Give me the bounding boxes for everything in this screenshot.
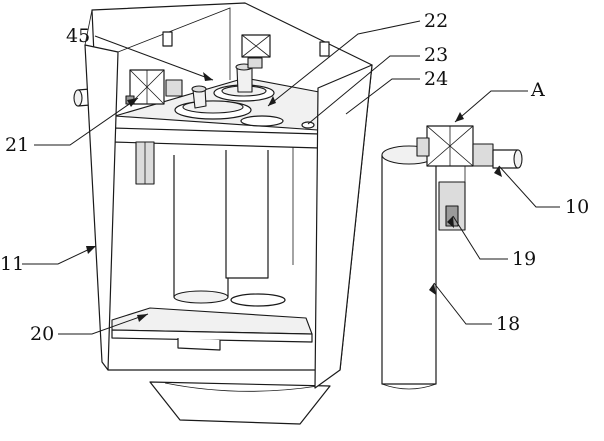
leader-21 [34,97,139,146]
top-outlet-inner-left [182,100,244,114]
arrow-21 [127,98,138,107]
label-10: 10 [565,196,590,218]
outlet-10-flange [472,143,494,167]
label-20: 20 [30,323,55,345]
back-nozzle-left [162,31,173,47]
leader-lines [22,20,560,335]
leader-19 [452,215,508,260]
label-24: 24 [424,68,449,90]
label-23: 23 [424,44,449,66]
plate-hole-23 [301,121,315,129]
column-bottom [381,383,437,390]
label-A: A [531,79,545,101]
label-21: 21 [5,134,30,156]
arrow-10 [494,166,502,177]
arrow-18 [429,283,436,295]
elbow-pipe-left-cap [191,85,207,93]
front-right-panel [314,64,373,389]
arrow-45 [203,72,213,81]
label-19: 19 [512,248,537,270]
column-body [381,155,437,385]
lower-partition [111,307,313,335]
leader-10 [498,165,560,208]
hopper-rim [164,382,319,392]
label-11: 11 [0,253,25,275]
leader-45 [94,35,214,81]
filter-cylinder-left-bottom [173,290,229,304]
leader-24 [345,78,420,115]
arrow-22 [268,96,276,106]
leader-22 [267,20,421,107]
leader-A [454,90,528,123]
tank-body [73,2,373,425]
front-left-top-edge [84,9,93,46]
arrow-19 [447,216,454,228]
lower-outlet-pipe [177,338,221,351]
filter-cylinder-left [173,155,229,298]
back-wall-left-edge [117,7,231,80]
front-left-panel [84,44,119,371]
leader-arrows [86,72,502,322]
left-side-inlet-face [73,89,83,107]
leader-11 [22,245,97,265]
plate-opening-22 [240,115,284,127]
label-45: 45 [66,25,91,47]
arrow-11 [86,246,96,254]
label-18: 18 [496,313,521,335]
bottom-hopper [149,381,331,425]
valve-A-left-stub [416,137,430,157]
arrow-20 [137,314,148,322]
valve-21-connector [165,79,183,97]
column-18 [381,125,523,390]
top-valve-right-base [247,57,263,69]
leader-20 [58,313,149,335]
back-nozzle-right [319,41,330,57]
lower-partition-edge [111,329,313,343]
lower-plate-opening [230,293,286,307]
leader-18 [433,282,492,325]
top-valve-right-x2 [241,34,271,58]
leader-23 [307,55,420,125]
arrow-A [455,112,464,122]
filter-cylinder-right [225,150,269,279]
label-22: 22 [424,10,449,32]
outlet-10-face [513,149,523,169]
